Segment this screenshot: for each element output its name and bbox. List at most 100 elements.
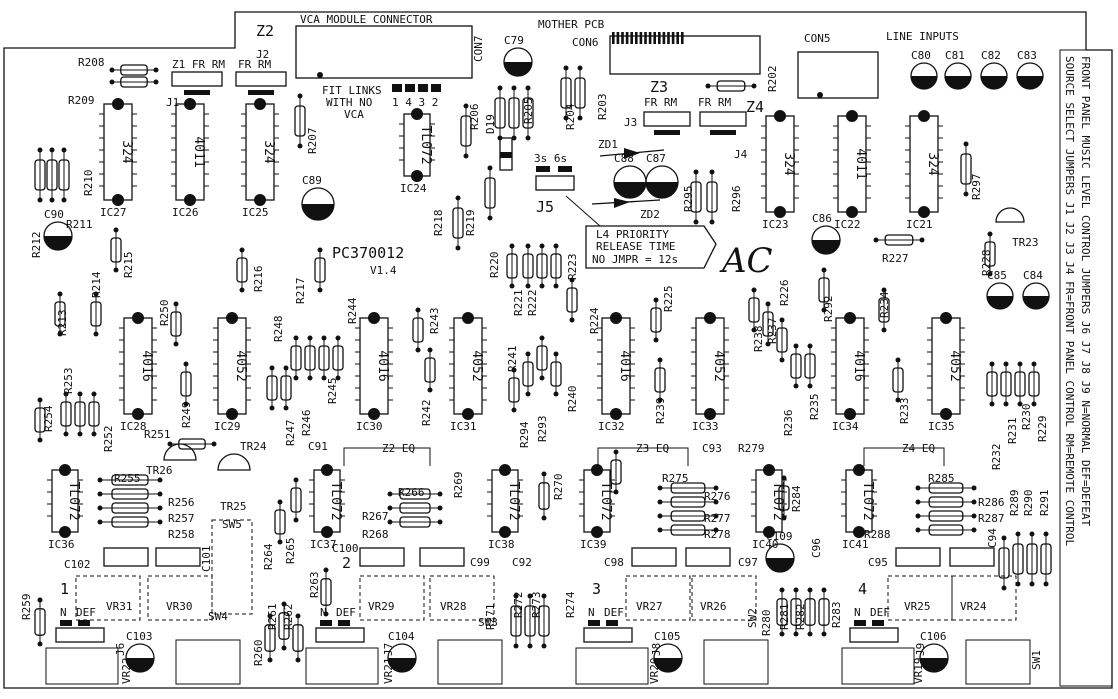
ref-c102: C102 bbox=[64, 558, 91, 571]
ref-c99: C99 bbox=[470, 556, 490, 569]
ref-r266: R266 bbox=[398, 486, 425, 499]
j5-pad-a bbox=[536, 166, 550, 172]
ref-r289: R289 bbox=[1008, 490, 1021, 517]
ref-tr24: TR24 bbox=[240, 440, 267, 453]
j5-options: 3s 6s bbox=[534, 152, 567, 165]
svg-text:DEF: DEF bbox=[870, 606, 890, 619]
ref-sw3: SW3 bbox=[478, 616, 498, 629]
ref-r275: R275 bbox=[662, 472, 689, 485]
z3-eq-bracket bbox=[597, 447, 689, 466]
ref-r214: R214 bbox=[90, 271, 103, 298]
ref-r241: R241 bbox=[506, 346, 519, 373]
ic-part-ic31: 4052 bbox=[469, 350, 484, 381]
ref-vr21: VR21 bbox=[382, 658, 395, 685]
ref-r283: R283 bbox=[830, 602, 843, 629]
svg-text:C81: C81 bbox=[945, 49, 965, 62]
ref-r256: R256 bbox=[168, 496, 195, 509]
ref-r247: R247 bbox=[284, 420, 297, 447]
ic-ref-ic35: IC35 bbox=[928, 420, 955, 433]
ref-vr31: VR31 bbox=[106, 600, 133, 613]
svg-text:C80: C80 bbox=[911, 49, 931, 62]
ref-j6: J6 bbox=[114, 643, 127, 656]
ref-r227: R227 bbox=[882, 252, 909, 265]
svg-text:N: N bbox=[854, 606, 861, 619]
ref-r249: R249 bbox=[180, 402, 193, 429]
ref-sw1: SW1 bbox=[1030, 650, 1043, 670]
ic-part-ic40: TL072 bbox=[770, 481, 785, 520]
j3-jumper bbox=[643, 111, 691, 127]
j2-fr-rm-label: FR RM bbox=[238, 58, 271, 71]
ref-c95: C95 bbox=[868, 556, 888, 569]
ref-r297: R297 bbox=[970, 174, 983, 201]
zd1-diode: ZD1 bbox=[598, 138, 665, 159]
ref-r281: R281 bbox=[778, 604, 791, 631]
ref-r252: R252 bbox=[102, 426, 115, 453]
ref-r225: R225 bbox=[662, 286, 675, 313]
ic-ref-ic24: IC24 bbox=[400, 182, 427, 195]
z4-label: Z4 bbox=[746, 98, 764, 116]
channel-3: 3 bbox=[592, 580, 601, 598]
ref-r208: R208 bbox=[78, 56, 105, 69]
ref-c91: C91 bbox=[308, 440, 328, 453]
cap-c89: C89 bbox=[301, 174, 335, 221]
channel-2: 2 bbox=[342, 554, 351, 572]
vca-pin1-dot bbox=[317, 72, 323, 78]
ref-vr28: VR28 bbox=[440, 600, 467, 613]
board-outline bbox=[3, 11, 1113, 689]
ic-ref-ic38: IC38 bbox=[488, 538, 515, 551]
ref-j1: J1 bbox=[166, 96, 179, 109]
ref-j9: J9 bbox=[914, 643, 927, 656]
z2-eq-bracket bbox=[343, 447, 431, 466]
ref-r245: R245 bbox=[326, 378, 339, 405]
ic-part-ic28: 4016 bbox=[139, 350, 154, 381]
ref-tr26: TR26 bbox=[146, 464, 173, 477]
svg-text:C84: C84 bbox=[1023, 269, 1043, 282]
ref-vr26: VR26 bbox=[700, 600, 727, 613]
cap-c79: C79 bbox=[503, 34, 533, 77]
svg-text:DEF: DEF bbox=[336, 606, 356, 619]
ref-tr23: TR23 bbox=[1012, 236, 1039, 249]
ic-part-ic36: TL072 bbox=[66, 481, 81, 520]
con5-label: CON5 bbox=[804, 32, 831, 45]
side-note-box bbox=[1059, 49, 1113, 687]
ref-r232: R232 bbox=[990, 444, 1003, 471]
ref-r218: R218 bbox=[432, 210, 445, 237]
svg-text:C88: C88 bbox=[614, 152, 634, 165]
ic-part-ic35: 4052 bbox=[947, 350, 962, 381]
svg-text:C82: C82 bbox=[981, 49, 1001, 62]
ref-r243: R243 bbox=[428, 308, 441, 335]
ref-r222: R222 bbox=[526, 290, 539, 317]
svg-text:C83: C83 bbox=[1017, 49, 1037, 62]
cap-c106: C106 bbox=[919, 630, 949, 673]
link-numbers: 1 4 3 2 bbox=[392, 96, 438, 109]
ic-ref-ic37: IC37 bbox=[310, 538, 337, 551]
z2-label: Z2 bbox=[256, 22, 274, 40]
ref-c98: C98 bbox=[604, 556, 624, 569]
ref-r250: R250 bbox=[158, 300, 171, 327]
ic-part-ic37: TL072 bbox=[328, 481, 343, 520]
ref-j3: J3 bbox=[624, 116, 637, 129]
ref-r204: R204 bbox=[564, 103, 577, 130]
ref-r291: R291 bbox=[1038, 490, 1051, 517]
ic-ref-ic29: IC29 bbox=[214, 420, 241, 433]
ref-r212: R212 bbox=[30, 232, 43, 259]
j4-jumper bbox=[699, 111, 747, 127]
z3-label: Z3 bbox=[650, 78, 668, 96]
j1-pad bbox=[184, 90, 210, 95]
ref-j4: J4 bbox=[734, 148, 748, 161]
svg-text:N: N bbox=[60, 606, 67, 619]
ref-vr27: VR27 bbox=[636, 600, 663, 613]
ref-r285: R285 bbox=[928, 472, 955, 485]
ref-r273: R273 bbox=[530, 592, 543, 619]
cap-c83: C83 bbox=[1016, 49, 1044, 90]
